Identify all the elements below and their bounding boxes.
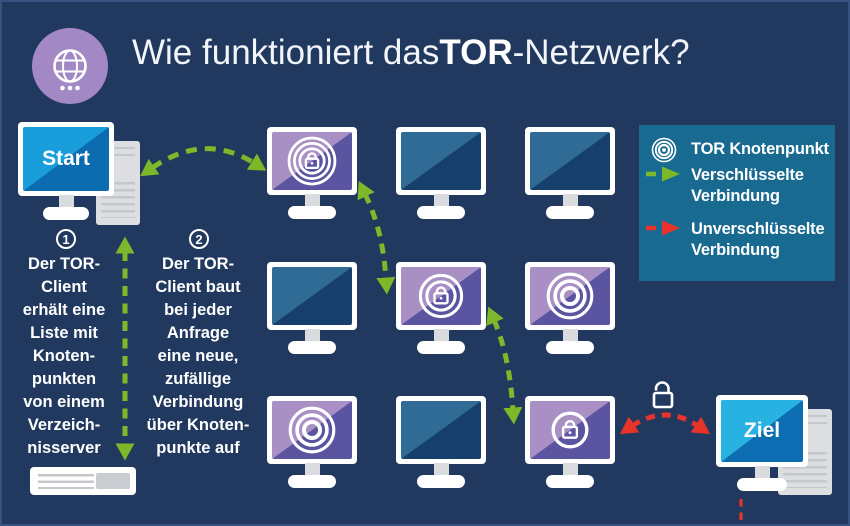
tor-node-monitor-r3c3: [525, 396, 615, 488]
relay-monitor-r2c1: [267, 262, 357, 354]
start-label: Start: [42, 147, 90, 170]
step-1-number-text: 1: [62, 231, 70, 247]
legend-node-label: TOR Knotenpunkt: [691, 140, 829, 158]
monitor-base: [43, 207, 89, 220]
globe-badge: [32, 28, 108, 104]
unencrypted-arrow-node3-to-destination: [619, 412, 711, 435]
step-1-text: Der TOR- Client erhält eine Liste mit Kn…: [22, 255, 106, 457]
lock-2rings-icon: [418, 273, 464, 319]
lock-3rings-icon: [287, 136, 337, 186]
server-vent-lines: [38, 474, 94, 489]
monitor-stand: [58, 195, 74, 210]
legend-unencrypted-label: Unverschlüsselte Verbindung: [691, 220, 825, 259]
relay-monitor-r1c3: [525, 127, 615, 219]
title-prefix: Wie funktioniert das: [132, 33, 440, 72]
tor-node-monitor-r3c1: [267, 396, 357, 488]
legend-encrypted-label: Verschlüsselte Verbindung: [691, 166, 804, 205]
server-panel: [96, 473, 130, 489]
encrypted-arrow-node1-to-node2: [357, 180, 396, 295]
tor-node-rings-icon: [546, 272, 594, 320]
tor-node-legend-icon: [651, 137, 677, 163]
open-lock-icon: [652, 381, 674, 409]
client-monitor: Start: [18, 122, 114, 220]
encrypted-arrow-node2-to-node3: [486, 306, 523, 425]
tor-node-rings-icon: [288, 406, 336, 454]
page-title: Wie funktioniert das TOR -Netzwerk?: [132, 30, 690, 76]
destination-monitor: Ziel: [716, 395, 808, 491]
encrypted-arrow-icon: [646, 166, 680, 182]
ziel-label: Ziel: [743, 419, 781, 442]
tor-node-monitor-r2c2: [396, 262, 486, 354]
step-2-number: 2: [189, 229, 209, 249]
unencrypted-arrow-icon: [646, 220, 680, 236]
step-2-text: Der TOR- Client baut bei jeder Anfrage e…: [146, 255, 250, 457]
title-tor: TOR: [439, 33, 513, 72]
relay-monitor-r3c2: [396, 396, 486, 488]
globe-icon: [53, 49, 87, 91]
tor-node-monitor-r1c1: [267, 127, 357, 219]
lock-1ring-icon: [551, 411, 589, 449]
directory-server: [30, 467, 136, 495]
encrypted-arrow-client-to-node1: [140, 146, 267, 177]
relay-monitor-r1c2: [396, 127, 486, 219]
legend-box: TOR Knotenpunkt Verschlüsselte Verbindun…: [639, 125, 835, 281]
step-2-number-text: 2: [195, 231, 203, 247]
step-1-number: 1: [56, 229, 76, 249]
tor-node-monitor-r2c3: [525, 262, 615, 354]
title-suffix: -Netzwerk?: [512, 33, 690, 72]
